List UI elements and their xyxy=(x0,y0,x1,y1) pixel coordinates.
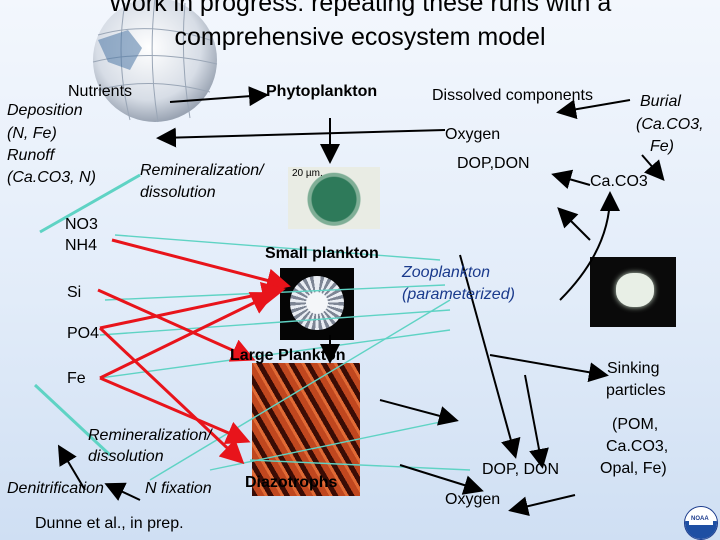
si-label: Si xyxy=(67,284,82,301)
scale-label: 20 µm. xyxy=(292,168,323,179)
slide-title-line2: comprehensive ecosystem model xyxy=(174,23,546,51)
oxygen-label: Oxygen xyxy=(445,126,501,143)
n-fixation-label: N fixation xyxy=(145,480,212,497)
bottom-dop-don-label: DOP, DON xyxy=(482,461,560,478)
burial-label: Burial xyxy=(640,93,681,110)
nutrients-label: Nutrients xyxy=(68,83,133,100)
dop-don-label: DOP,DON xyxy=(457,155,530,172)
caco3-label: Ca.CO3 xyxy=(590,173,648,190)
sinking-particle-photo xyxy=(590,257,676,327)
large-plankton-photo xyxy=(252,363,360,496)
burial-species-line3: Fe) xyxy=(650,138,674,155)
diazotrophs-label: Diazotrophs xyxy=(245,474,338,491)
citation: Dunne et al., in prep. xyxy=(35,515,184,532)
sinking-composition-line1: (POM, xyxy=(612,416,659,433)
no3-label: NO3 xyxy=(65,216,98,233)
zooplankton-label: Zooplankton xyxy=(402,264,491,281)
small-plankton-label: Small plankton xyxy=(265,245,379,262)
fe-label: Fe xyxy=(67,370,86,387)
noaa-logo-text: NOAA xyxy=(691,516,709,522)
dissolution-bottom-label: dissolution xyxy=(88,448,164,465)
burial-species-line2: (Ca.CO3, xyxy=(636,116,704,133)
runoff-label: Runoff xyxy=(7,147,55,164)
sinking-label: Sinking xyxy=(607,360,660,377)
bottom-oxygen-label: Oxygen xyxy=(445,491,501,508)
dissolution-top-label: dissolution xyxy=(140,184,216,201)
zooplankton-note: (parameterized) xyxy=(402,286,515,303)
phytoplankton-photo xyxy=(288,167,380,229)
globe-graphic xyxy=(92,0,218,123)
denitrification-label: Denitrification xyxy=(7,480,104,497)
runoff-species-label: (Ca.CO3, N) xyxy=(7,169,96,186)
nh4-label: NH4 xyxy=(65,237,98,254)
large-plankton-label: Large Plankton xyxy=(230,347,346,364)
remineralization-bottom-label: Remineralization/ xyxy=(88,427,212,444)
sinking-composition-line2: Ca.CO3, xyxy=(606,438,669,455)
slide-title-line1: Work in progress: repeating these runs w… xyxy=(108,0,612,17)
dissolved-components-header: Dissolved components xyxy=(432,87,593,104)
phytoplankton-header: Phytoplankton xyxy=(266,83,378,100)
deposition-species-label: (N, Fe) xyxy=(7,125,57,142)
particles-label: particles xyxy=(606,382,666,399)
sinking-composition-line3: Opal, Fe) xyxy=(600,460,667,477)
remineralization-top-label: Remineralization/ xyxy=(140,162,264,179)
po4-label: PO4 xyxy=(67,325,100,342)
noaa-logo: NOAA xyxy=(684,506,718,540)
deposition-label: Deposition xyxy=(7,102,83,119)
